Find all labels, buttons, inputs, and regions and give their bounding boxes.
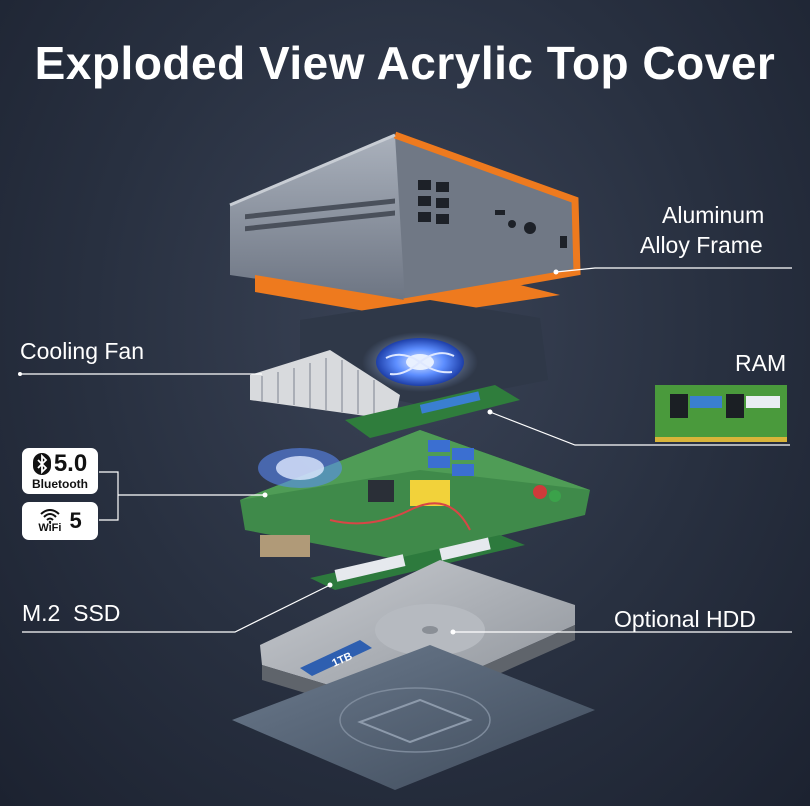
label-frame-line2: Alloy Frame	[640, 232, 763, 258]
wifi-version: 5	[69, 508, 82, 533]
bluetooth-badge: 5.0 Bluetooth	[22, 448, 98, 494]
label-cooling-fan: Cooling Fan	[20, 338, 145, 364]
label-m2-ssd: M.2 SSD	[22, 600, 121, 626]
bluetooth-icon	[32, 452, 51, 475]
page-title: Exploded View Acrylic Top Cover	[34, 37, 776, 89]
bluetooth-version: 5.0	[53, 449, 88, 477]
motherboard	[240, 430, 590, 560]
bottom-plate	[232, 645, 595, 790]
ram-module-image	[655, 385, 787, 442]
wifi-icon	[40, 508, 60, 523]
cooling-fan	[250, 300, 548, 420]
m2-ssd	[310, 535, 525, 590]
aluminum-chassis	[229, 131, 581, 318]
callout-lines	[18, 267, 792, 635]
label-frame-line1: Aluminum	[662, 202, 765, 228]
label-ram: RAM	[735, 350, 787, 376]
ram-module-installed	[345, 385, 520, 438]
bluetooth-text: Bluetooth	[32, 476, 88, 491]
label-optional-hdd: Optional HDD	[614, 606, 756, 632]
wifi-text: WiFi	[38, 521, 62, 534]
wifi-badge: WiFi 5	[22, 502, 98, 540]
usb-ports	[418, 180, 567, 248]
